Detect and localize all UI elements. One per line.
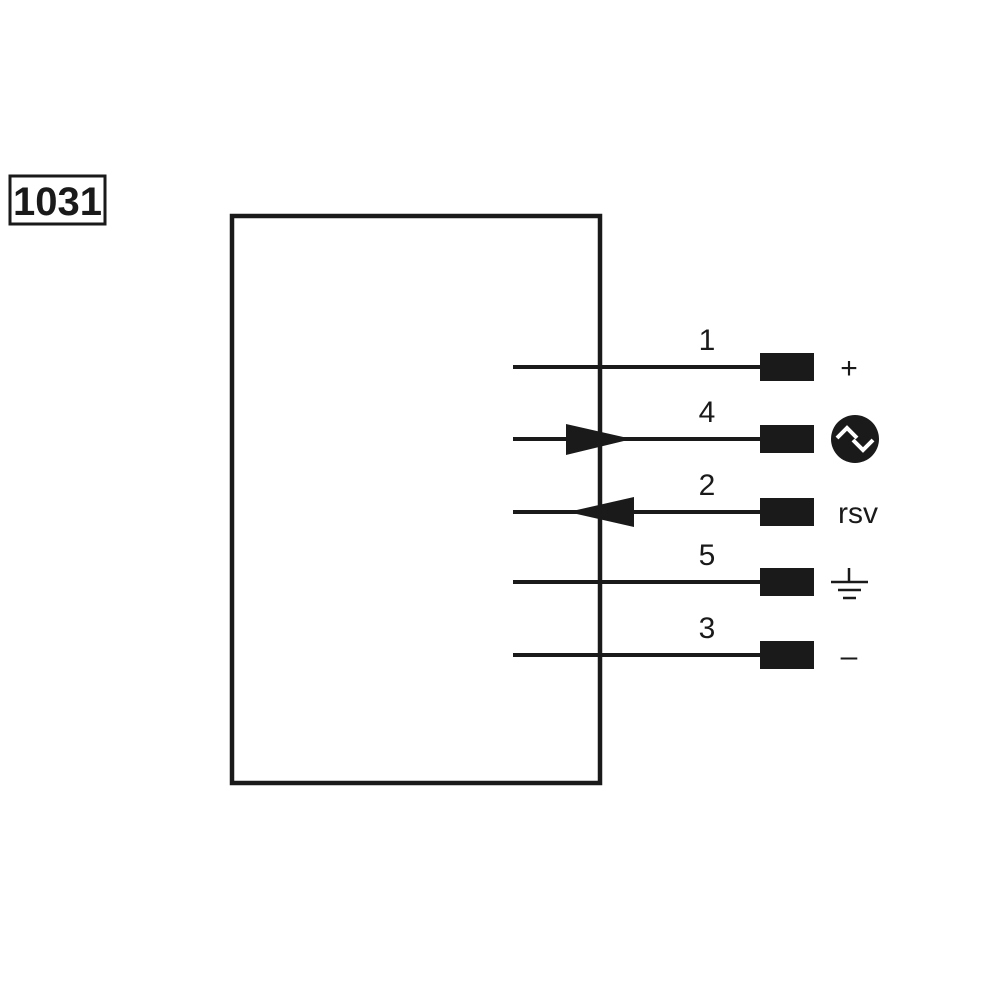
pin-number: 3	[699, 612, 716, 645]
plus-symbol: +	[840, 352, 858, 385]
arrow-in-icon	[568, 497, 634, 527]
code-label: 1031	[13, 180, 102, 224]
connector-terminal	[760, 425, 814, 453]
device-body	[229, 213, 603, 786]
pin-5: 5	[513, 539, 868, 600]
pin-4: 4	[513, 396, 879, 463]
pin-number: 4	[699, 396, 716, 429]
code-badge: 1031	[8, 174, 107, 226]
pin-number: 5	[699, 539, 716, 572]
connector-terminal	[760, 568, 814, 596]
pin-number: 1	[699, 324, 716, 357]
reserved-label: rsv	[838, 497, 878, 530]
pin-number: 2	[699, 469, 716, 502]
minus-symbol: –	[841, 640, 858, 673]
connector-terminal	[760, 641, 814, 669]
pin-2: 2 rsv	[513, 469, 878, 530]
communication-icon	[831, 415, 879, 463]
arrow-out-icon	[566, 424, 632, 455]
connector-terminal	[760, 498, 814, 526]
pin-1: 1+	[513, 324, 858, 385]
connector-terminal	[760, 353, 814, 381]
ground-icon	[831, 568, 868, 600]
pin-3: 3–	[513, 612, 858, 673]
